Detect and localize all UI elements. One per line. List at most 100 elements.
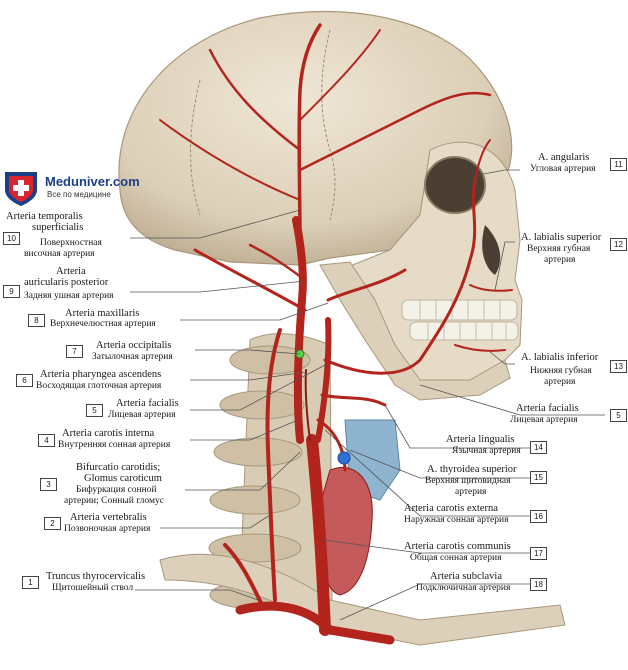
label-9-rus: Задняя ушная артерия: [24, 291, 114, 301]
label-10-lat2: superficialis: [32, 222, 84, 233]
thyrocervical-trunk: [223, 543, 264, 607]
label-1-number: 1: [22, 576, 39, 589]
temporal-branch-mid: [299, 29, 381, 121]
label-2-number: 2: [44, 517, 61, 530]
label-11-rus: Угловая артерия: [530, 164, 596, 174]
label-18-number: 18: [530, 578, 547, 591]
mandible: [319, 261, 511, 401]
label-9-number: 9: [3, 285, 20, 298]
thyroid-marker: [337, 451, 351, 465]
label-2-lat: Arteria vertebralis: [70, 512, 147, 523]
arteries: [159, 23, 513, 645]
maxillary-artery: [326, 268, 407, 302]
label-5-right-lat: Arteria facialis: [516, 403, 579, 414]
label-10-rus1: Поверхностная: [40, 238, 102, 248]
label-4-rus: Внутренняя сонная артерия: [58, 440, 171, 450]
shield-cross-icon: [5, 172, 37, 206]
label-17-rus: Общая сонная артерия: [410, 553, 502, 563]
label-1-rus: Щитошейный ствол: [52, 583, 134, 593]
label-12-lat: A. labialis superior: [521, 232, 602, 243]
label-15-number: 15: [530, 471, 547, 484]
label-14-lat: Arteria lingualis: [446, 434, 515, 445]
orbit: [424, 156, 486, 214]
label-13-rus2: артерия: [544, 377, 576, 387]
label-7-rus: Затылочная артерия: [92, 352, 173, 362]
label-5-left-number: 5: [86, 404, 103, 417]
label-17-number: 17: [530, 547, 547, 560]
lingual-artery: [320, 393, 387, 407]
label-8-rus: Верхнечелюстная артерия: [50, 319, 156, 329]
vertebral-artery: [265, 328, 282, 602]
label-13-number: 13: [610, 360, 627, 373]
external-carotid-artery: [315, 317, 332, 443]
label-15-rus1: Верхняя щитовидная: [425, 476, 511, 486]
superior-labial-artery: [469, 284, 513, 292]
label-8-number: 8: [28, 314, 45, 327]
label-14-rus: Язычная артерия: [452, 446, 521, 456]
coronal-suture: [321, 29, 336, 221]
label-8-lat: Arteria maxillaris: [65, 308, 140, 319]
label-5-right-number: 5: [610, 409, 627, 422]
logo-tagline: Все по медицине: [47, 190, 111, 199]
inferior-labial-artery: [454, 344, 506, 352]
label-6-number: 6: [16, 374, 33, 387]
label-15-rus2: артерия: [455, 487, 487, 497]
label-11-lat: A. angularis: [538, 152, 590, 163]
label-6-lat: Arteria pharyngea ascendens: [40, 369, 162, 380]
temporal-branch-parietal: [208, 48, 302, 152]
label-5-left-rus: Лицевая артерия: [108, 410, 176, 420]
label-16-rus: Наружная сонная артерия: [404, 515, 509, 525]
label-4-number: 4: [38, 434, 55, 447]
label-6-rus: Восходящая глоточная артерия: [36, 381, 162, 391]
nasal-aperture: [482, 225, 501, 275]
site-logo[interactable]: Meduniver.com Все по медицине: [1, 168, 140, 210]
label-16-number: 16: [530, 510, 547, 523]
label-18-rus: Подключичная артерия: [416, 583, 511, 593]
label-14-number: 14: [530, 441, 547, 454]
label-10-lat1: Arteria temporalis: [6, 211, 83, 222]
label-12-number: 12: [610, 238, 627, 251]
occipital-artery: [193, 248, 307, 312]
lambdoid-suture: [190, 79, 201, 216]
label-9-lat2: auricularis posterior: [24, 277, 109, 288]
leader-lines: [130, 169, 605, 621]
label-10-number: 10: [3, 232, 20, 245]
label-12-rus2: артерия: [544, 255, 576, 265]
teeth: [401, 299, 519, 341]
label-3-lat2: Glomus caroticum: [84, 473, 162, 484]
label-15-lat: A. thyroidea superior: [427, 464, 517, 475]
label-7-number: 7: [66, 345, 83, 358]
label-3-rus2: артерии; Сонный гломус: [64, 496, 164, 506]
label-4-lat: Arteria carotis interna: [62, 428, 155, 439]
label-16-lat: Arteria carotis externa: [404, 503, 498, 514]
superficial-temporal-artery: [297, 23, 322, 242]
subclavian-artery: [235, 601, 395, 645]
label-5-left-lat: Arteria facialis: [116, 398, 179, 409]
label-3-lat1: Bifurcatio carotidis;: [76, 462, 161, 473]
label-9-lat1: Arteria: [56, 266, 86, 277]
clavicle: [159, 553, 566, 646]
common-carotid-artery: [306, 434, 331, 636]
label-10-rus2: височная артерия: [24, 249, 95, 259]
label-13-rus1: Нижняя губная: [530, 366, 592, 376]
label-17-lat: Arteria carotis communis: [404, 541, 511, 552]
angular-artery: [474, 139, 491, 181]
label-12-rus1: Верхняя губная: [527, 244, 591, 254]
label-1-lat: Truncus thyrocervicalis: [46, 571, 146, 582]
label-3-rus1: Бифуркация сонной: [76, 485, 157, 495]
posterior-auricular-artery: [248, 243, 307, 282]
facial-artery: [323, 178, 477, 375]
label-2-rus: Позвоночная артерия: [64, 524, 151, 534]
temporal-branch-frontal: [298, 91, 492, 172]
label-5-right-rus: Лицевая артерия: [510, 415, 578, 425]
label-3-number: 3: [40, 478, 57, 491]
label-13-lat: A. labialis inferior: [521, 352, 599, 363]
label-11-number: 11: [610, 158, 627, 171]
cranium: [118, 10, 513, 266]
logo-brand: Meduniver.com: [45, 174, 140, 189]
temporal-branch-back: [159, 119, 301, 201]
label-7-lat: Arteria occipitalis: [96, 340, 172, 351]
label-18-lat: Arteria subclavia: [430, 571, 503, 582]
